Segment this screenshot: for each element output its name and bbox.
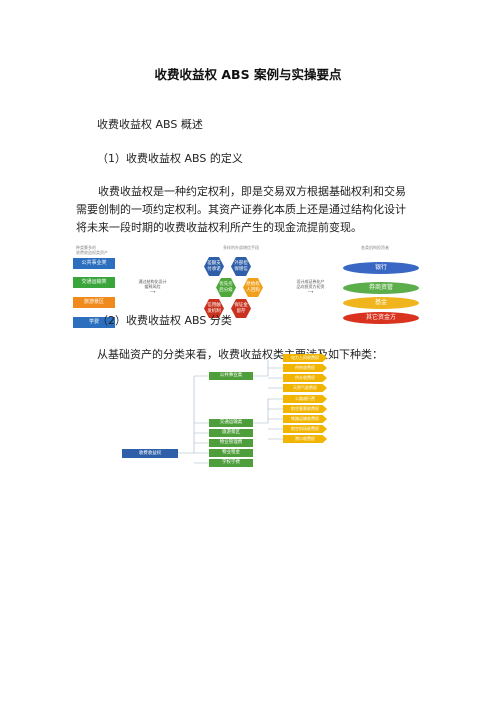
hex-deficiency-payment: 差额支付承诺 [204, 257, 224, 276]
leaf-gas: 天然气收费权 [283, 384, 327, 392]
category-tuition: 学费 [73, 317, 115, 328]
investor-fund: 基金 [343, 297, 419, 309]
structuring-arrow-label: 通过结构化设计 缓释风险 ⟶ [138, 279, 167, 294]
investor-caption: 各类机构投资者 [361, 245, 389, 250]
group-property-rent: 物业租金 [209, 449, 253, 457]
definition-line: 需要创制的一项约定权利。其资产证券化本质上还是通过结构化设计 [76, 203, 406, 216]
category-transport: 交通运输类 [73, 277, 115, 288]
definition-line: 收费收益权是一种约定权利，即是交易双方根据基础权利和交易 [98, 185, 406, 198]
securitization-arrow-label: 设计成证券化产 品向投资方初资 ⟶ [296, 279, 325, 294]
group-transport: 交通运输类 [209, 419, 253, 427]
hex-margin-reserve: 保证金留存 [231, 299, 251, 318]
leaf-highway: 公路通行费 [283, 395, 327, 403]
group-tuition: 学校学费 [209, 459, 253, 467]
leaf-heating: 供热收费权 [283, 364, 327, 372]
leaf-port: 港口收费权 [283, 435, 327, 443]
hex-credit-trigger: 信用触发机制 [204, 299, 224, 318]
definition-paragraph: 收费收益权是一种约定权利，即是交易双方根据基础权利和交易 需要创制的一项约定权利… [76, 183, 444, 237]
investor-securities-am: 券商资管 [343, 282, 419, 294]
subheading-definition: （1）收费收益权 ABS 的定义 [97, 152, 243, 165]
leaf-airport: 航空机场收费权 [283, 425, 327, 433]
investor-bank: 银行 [343, 262, 419, 274]
asset-caption: 种类繁多的 收费收益权类资产 [76, 245, 108, 255]
leaf-rail: 铁路运输收费权 [283, 415, 327, 423]
leaf-water: 供水收费权 [283, 374, 327, 382]
category-public-utility: 公共事业类 [73, 258, 115, 269]
abs-structure-diagram: 种类繁多的 收费收益权类资产 多样的外部增信手段 各类机构投资者 公共事业类 交… [73, 245, 419, 328]
hex-originator-repurchase: 原始权人回购 [243, 278, 263, 297]
category-tourism: 旅游景区 [73, 297, 115, 308]
leaf-air-ticket: 航空客票收费权 [283, 405, 327, 413]
investor-other: 其它资金方 [343, 312, 419, 324]
hex-external-guarantee: 外部担保增信 [231, 257, 251, 276]
group-tourism: 旅游景区 [209, 429, 253, 437]
enhancement-caption: 多样的外部增信手段 [223, 245, 259, 250]
hex-tranching: 优先劣后分级 [216, 278, 236, 297]
section-heading-overview: 收费收益权 ABS 概述 [97, 118, 203, 131]
tree-root: 收费收益权 [122, 449, 178, 458]
subheading-classification: （2）收费收益权 ABS 分类 [97, 314, 232, 327]
group-property-fee: 物业管理费 [209, 439, 253, 447]
definition-line: 将未来一段时期的收费收益权利所产生的现金流提前变现。 [76, 221, 362, 234]
tree-connectors [178, 360, 283, 464]
group-public-utility: 公共事业类 [209, 372, 253, 380]
classification-tree-diagram: 收费收益权 公共事业类 交通运输类 旅游景区 物业管理费 物业租金 学校学费 电… [118, 354, 418, 520]
document-title: 收费收益权 ABS 案例与实操要点 [154, 67, 342, 82]
leaf-electricity: 电力上网收费权 [283, 354, 327, 362]
